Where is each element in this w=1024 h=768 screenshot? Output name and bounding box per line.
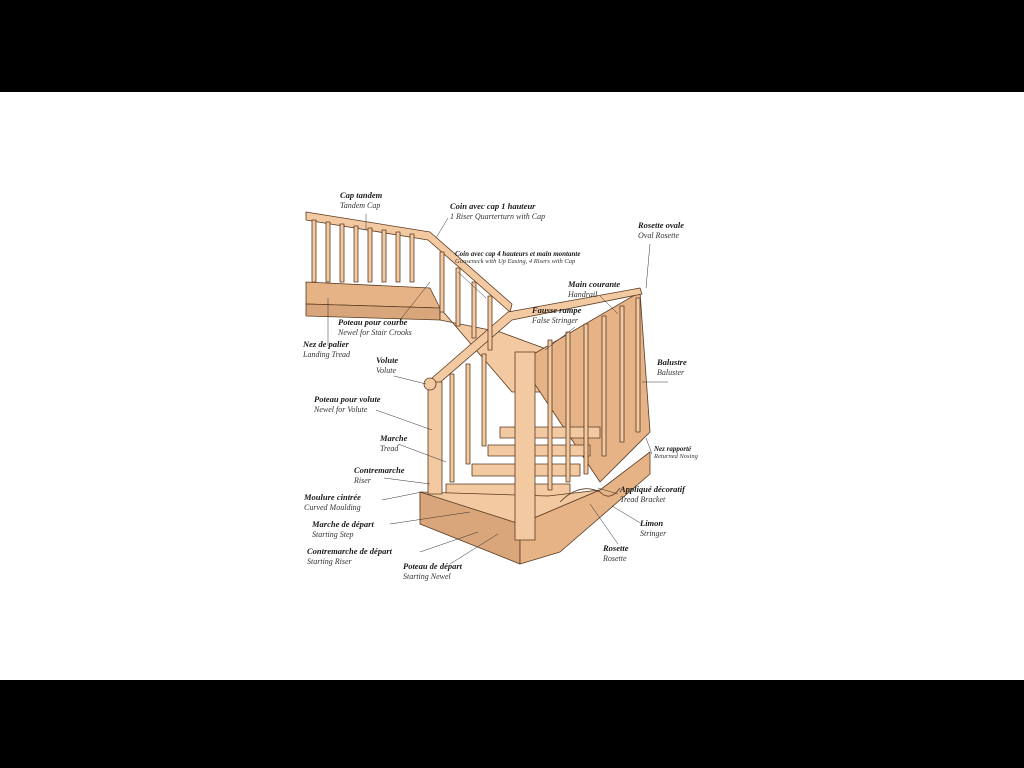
- letterbox-top: [0, 0, 1024, 92]
- label-coin-4: Coin avec cap 4 hauteurs et main montant…: [455, 250, 580, 266]
- label-rosette: Rosette Rosette: [603, 544, 629, 563]
- starting-newel: [515, 352, 535, 540]
- tread-3: [488, 445, 590, 456]
- label-coin-1: Coin avec cap 1 hauteur 1 Riser Quartert…: [450, 202, 545, 221]
- volute-newel: [428, 382, 442, 494]
- label-fausse-rampe: Fausse rampe False Stringer: [532, 306, 581, 325]
- label-nez-rapporte: Nez rapporté Returned Nosing: [654, 445, 698, 461]
- label-balustre: Balustre Baluster: [657, 358, 687, 377]
- label-volute: Volute Volute: [376, 356, 398, 375]
- label-main-courante: Main courante Handrail: [568, 280, 620, 299]
- label-poteau-depart: Poteau de départ Starting Newel: [403, 562, 462, 581]
- label-moulure: Moulure cintrée Curved Moulding: [304, 493, 361, 512]
- label-poteau-courbe: Poteau pour courbe Newel for Stair Crook…: [338, 318, 412, 337]
- label-cap-tandem: Cap tandem Tandem Cap: [340, 191, 382, 210]
- label-applique: Appliqué décoratif Tread Bracket: [620, 485, 685, 504]
- label-marche: Marche Tread: [380, 434, 407, 453]
- label-poteau-volute: Poteau pour volute Newel for Volute: [314, 395, 381, 414]
- staircase-illustration: [0, 92, 1024, 680]
- diagram-canvas: Cap tandem Tandem Cap Coin avec cap 1 ha…: [0, 92, 1024, 680]
- label-contremarche: Contremarche Riser: [354, 466, 405, 485]
- label-marche-depart: Marche de départ Starting Step: [312, 520, 374, 539]
- label-contremarche-depart: Contremarche de départ Starting Riser: [307, 547, 392, 566]
- label-rosette-ovale: Rosette ovale Oval Rosette: [638, 221, 684, 240]
- label-limon: Limon Stringer: [640, 519, 666, 538]
- label-nez-palier: Nez de palier Landing Tread: [303, 340, 350, 359]
- letterbox-bottom: [0, 680, 1024, 768]
